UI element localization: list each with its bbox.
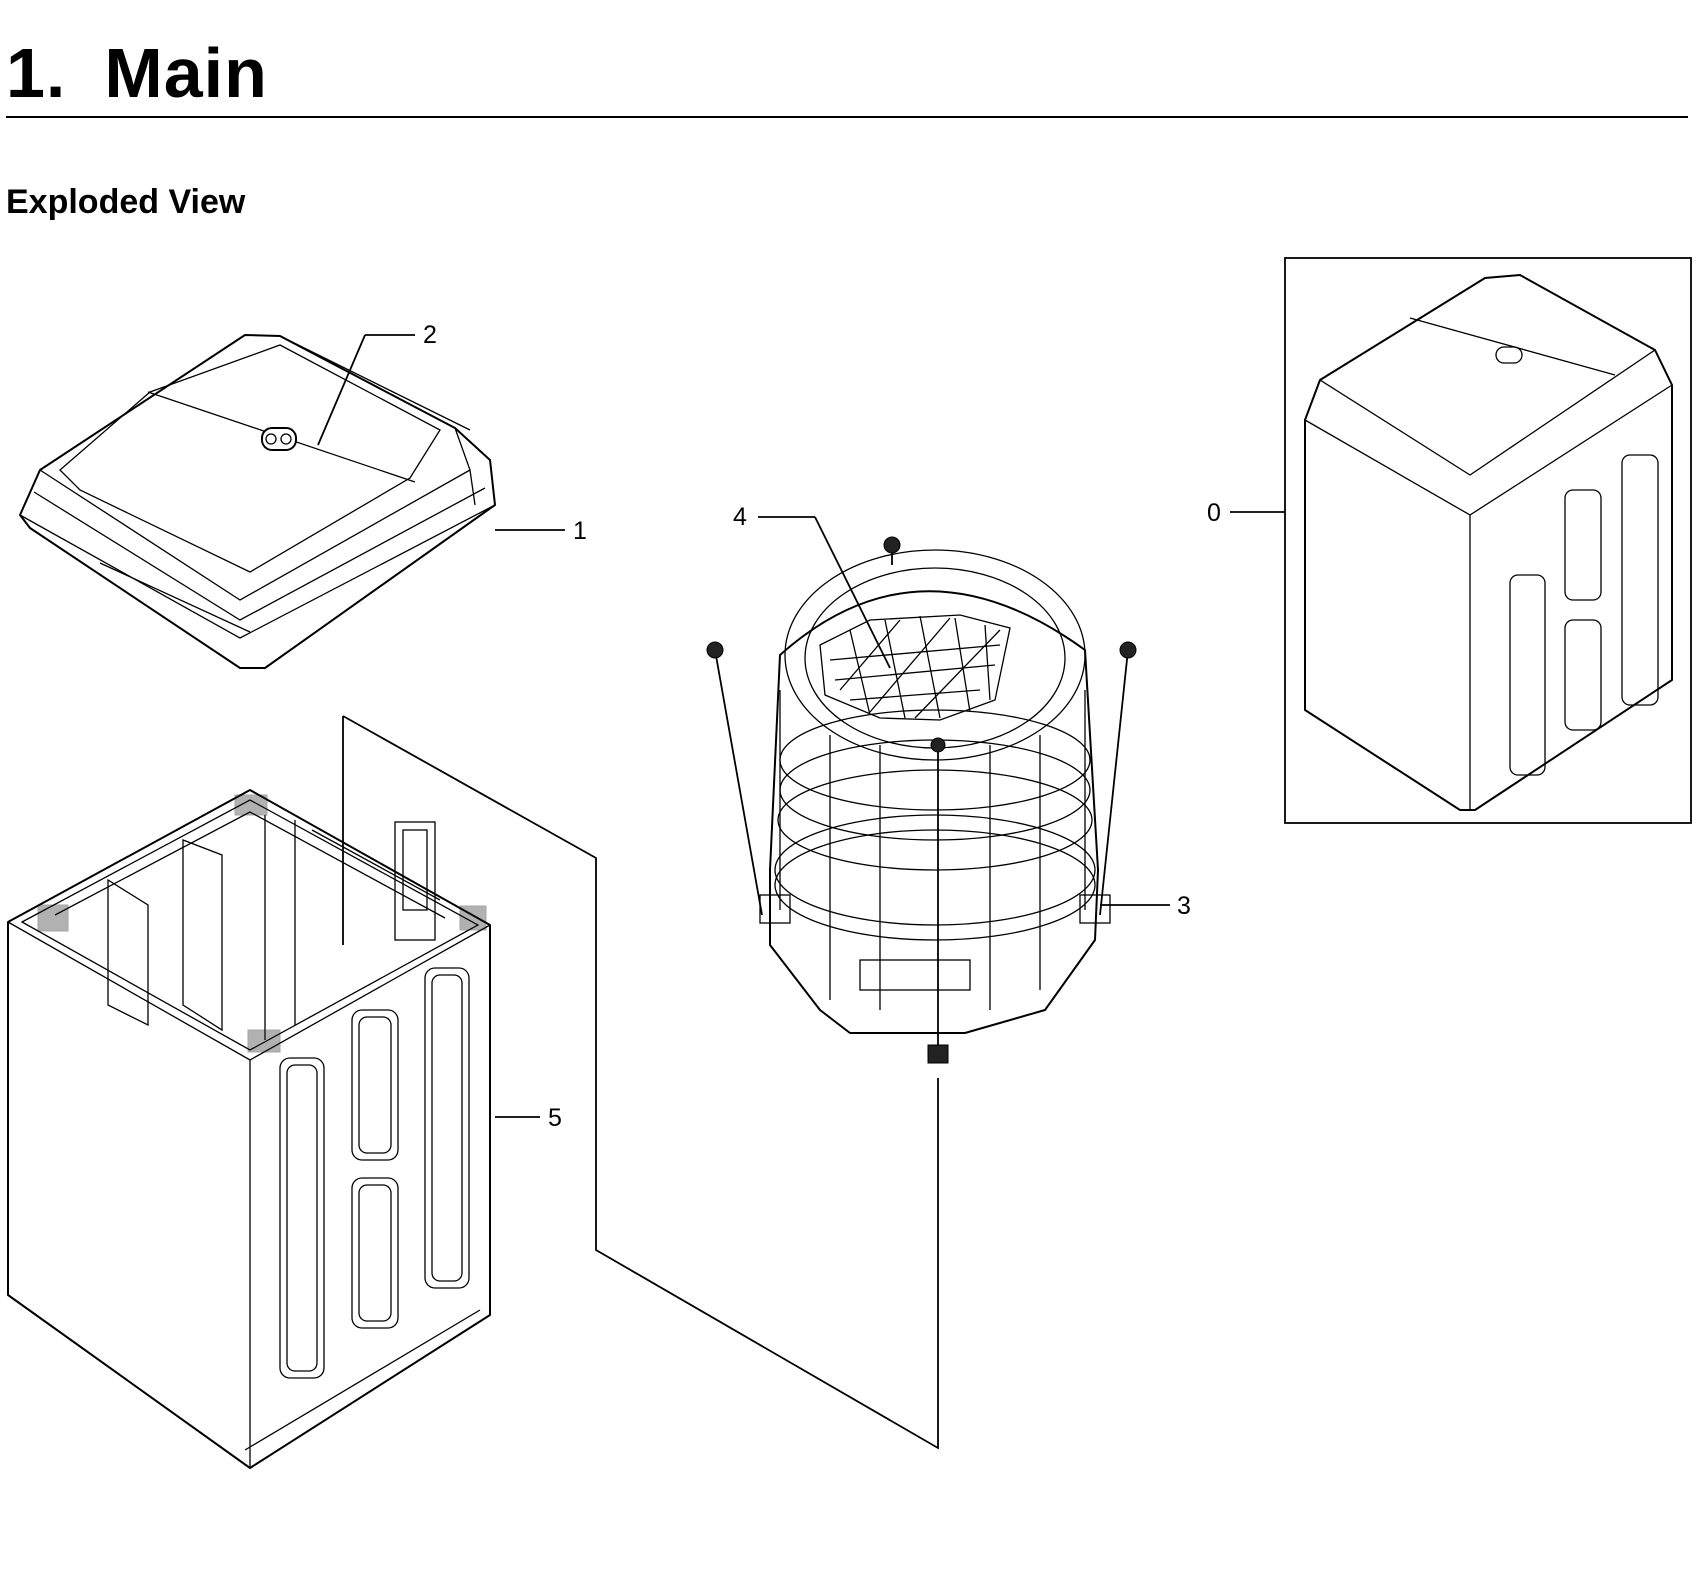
callout-1: 1	[573, 517, 587, 545]
part-assembled-unit-inset	[1284, 257, 1692, 824]
callout-4: 4	[733, 503, 747, 531]
part-tub	[759, 549, 1111, 1034]
part-pulsator	[819, 614, 1011, 721]
section-number: 1.	[6, 34, 67, 112]
page-title: 1.Main	[6, 38, 268, 108]
part-lid	[59, 344, 441, 573]
part-top-cover	[19, 334, 496, 669]
callout-leaders	[317, 334, 1285, 1118]
assembly-guide-lines	[342, 715, 939, 1450]
callout-0: 0	[1207, 499, 1221, 527]
diagram-subtitle: Exploded View	[6, 183, 246, 221]
part-cabinet	[7, 789, 491, 1469]
section-title: Main	[104, 34, 268, 112]
callout-5: 5	[548, 1104, 562, 1132]
callout-3: 3	[1177, 892, 1191, 920]
title-rule	[6, 116, 1688, 118]
part-suspension-rods	[706, 536, 1137, 1064]
callout-2: 2	[423, 321, 437, 349]
